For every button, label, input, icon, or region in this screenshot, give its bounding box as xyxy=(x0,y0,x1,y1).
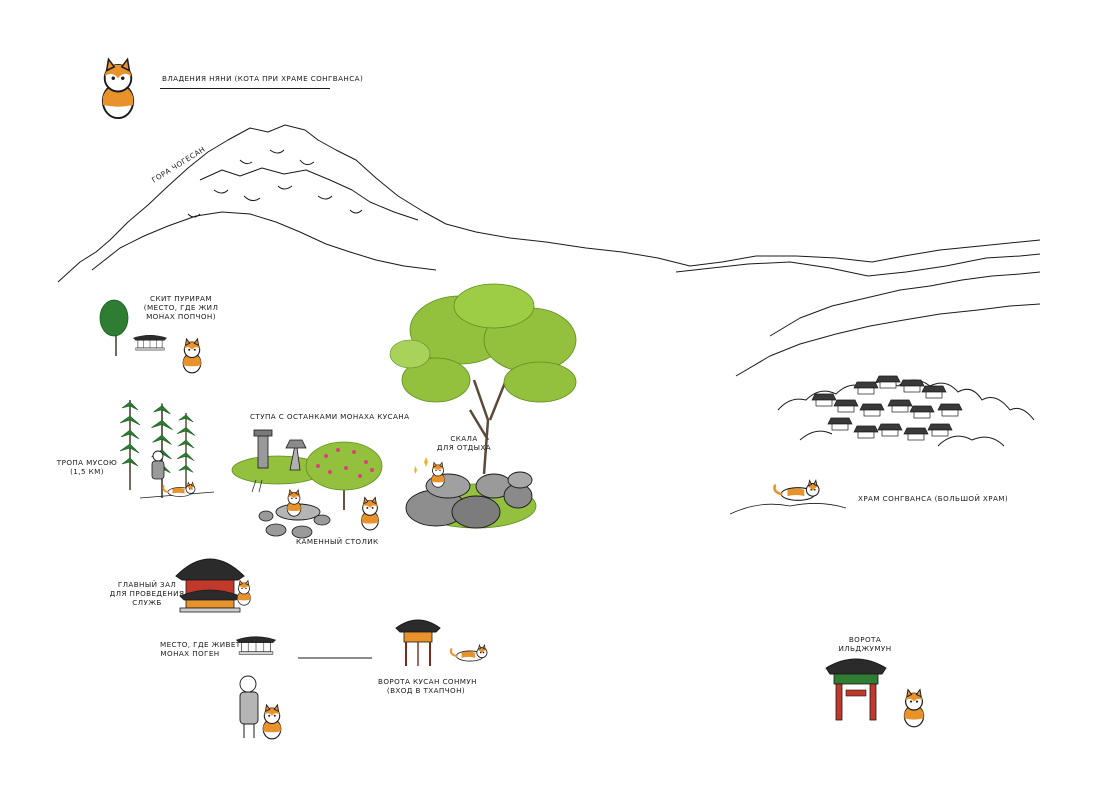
label-monk-place: Место, где живет монах Поген xyxy=(160,640,241,658)
label-skit-line-2: (место, где жил xyxy=(143,303,219,312)
label-stone-table: Каменный столик xyxy=(296,537,379,546)
stupa-illustration xyxy=(231,429,325,493)
label-rock-line-1: Скала xyxy=(450,434,478,443)
label-rest-rock: Скала для отдыха xyxy=(434,434,494,452)
label-gate-kusan-line-2: (вход в Тхапчон) xyxy=(386,686,466,695)
label-rock-line-2: для отдыха xyxy=(436,443,492,452)
label-hall-line-2: для проведения xyxy=(109,589,185,598)
label-trail: Тропа Мусою (1,5 км) xyxy=(52,458,122,476)
label-trail-line-1: Тропа Мусою xyxy=(56,458,118,467)
label-skit-line-1: Скит Пурирам xyxy=(150,294,212,303)
label-hall-line-1: Главный зал xyxy=(117,580,177,589)
label-gate-ildzhumun: Ворота Ильджумун xyxy=(830,635,900,653)
label-monk-line-2: монах Поген xyxy=(160,649,220,658)
cat-icon xyxy=(101,58,135,120)
label-monk-line-1: Место, где живет xyxy=(160,640,241,649)
label-stupa: Ступа с останками монаха Кусана xyxy=(250,412,410,421)
label-skit-line-3: монах Попчон) xyxy=(146,312,216,321)
gate-kusan-illustration xyxy=(395,619,489,666)
trail-illustration xyxy=(119,399,215,499)
legend-underline xyxy=(160,88,330,89)
label-gate-ildzhumun-line-2: Ильджумун xyxy=(838,644,892,653)
label-main-hall: Главный зал для проведения служб xyxy=(106,580,188,607)
label-hall-line-3: служб xyxy=(132,598,162,607)
skit-illustration xyxy=(99,299,202,374)
gate-ildzhumun-illustration xyxy=(825,658,925,728)
big-tree xyxy=(389,283,577,475)
big-temple-cluster xyxy=(729,375,963,515)
monk-place-illustration xyxy=(236,636,372,740)
label-big-temple: Храм Сонгванса (большой храм) xyxy=(858,494,1009,503)
label-gate-ildzhumun-line-1: Ворота xyxy=(848,635,882,644)
label-trail-line-2: (1,5 км) xyxy=(70,467,104,476)
label-gate-kusan: Ворота Кусан Сонмун (вход в Тхапчон) xyxy=(378,677,477,695)
blossom-tree xyxy=(305,441,383,531)
label-gate-kusan-line-1: Ворота Кусан Сонмун xyxy=(378,677,477,686)
stone-table-illustration xyxy=(258,489,331,539)
mountain-range xyxy=(57,124,1041,447)
main-hall-illustration xyxy=(175,558,251,613)
legend-title: Владения Няни (кота при храме Сонгванса) xyxy=(162,74,364,83)
label-skit: Скит Пурирам (место, где жил монах Попчо… xyxy=(136,294,226,321)
rest-rock xyxy=(405,457,537,529)
